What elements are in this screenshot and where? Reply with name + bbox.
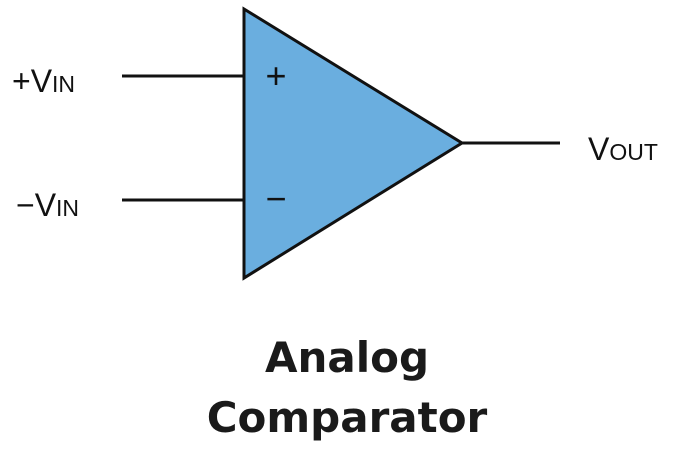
title-line-1: Analog — [264, 333, 430, 382]
plus-pin-mark: + — [265, 55, 286, 96]
comparator-triangle — [242, 6, 465, 281]
title-line-2: Comparator — [206, 393, 488, 442]
minus-pin-mark: − — [265, 178, 286, 219]
minus-input-label: −VIN — [16, 187, 79, 223]
output-label: VOUT — [588, 131, 658, 167]
plus-input-label: +VIN — [12, 63, 75, 99]
